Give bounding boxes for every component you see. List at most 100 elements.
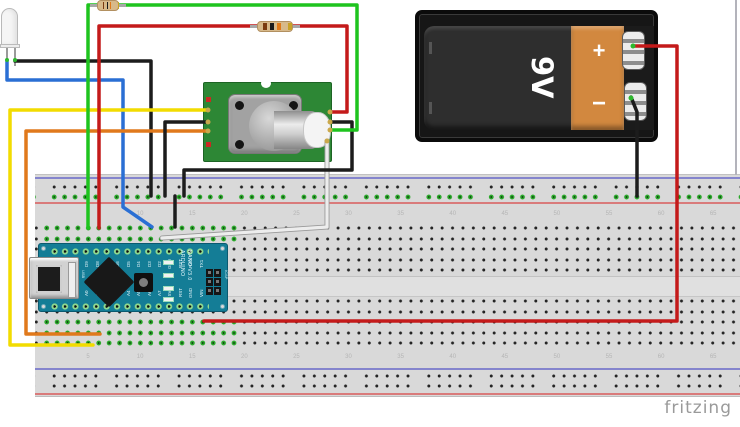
fritzing-watermark: fritzing <box>664 398 732 418</box>
column-number: 50 <box>553 354 561 360</box>
top-rail-row-2-gnd[interactable] <box>35 194 740 200</box>
connected-strip <box>43 340 239 346</box>
column-number: 65 <box>709 354 717 360</box>
arduino-nano[interactable]: D12D11D10D9D8D7D6D5D4D3D2GNDRSTRX0TX1 D1… <box>29 243 229 312</box>
column-number: 35 <box>397 354 404 360</box>
column-numbers-top: 5 10 15 20 25 30 35 40 45 50 55 60 65 <box>62 211 739 217</box>
column-number: 20 <box>240 354 248 360</box>
resistor-band <box>110 2 111 9</box>
board-silk-text: ARDUINO NANO V3.0 <box>179 250 192 308</box>
battery-voltage-label: 9V <box>525 56 559 99</box>
grid-row[interactable] <box>35 329 740 336</box>
usb-silk-label: USB <box>81 270 86 279</box>
column-number: 15 <box>188 354 196 360</box>
column-numbers-bottom: 5 10 15 20 25 30 35 40 45 50 55 60 65 <box>62 354 739 360</box>
battery-minus-terminal[interactable] <box>624 82 647 121</box>
indicator-led <box>163 260 174 265</box>
resistor-band <box>103 2 104 9</box>
battery-plus-terminal[interactable] <box>622 31 645 70</box>
column-number: 60 <box>657 354 665 360</box>
bolt <box>235 140 244 149</box>
silk-line-2: NANO V3.0 <box>186 250 192 281</box>
resistor-band <box>106 2 107 9</box>
battery-plus-label: + <box>592 38 606 63</box>
resistor-band <box>277 23 281 30</box>
top-rail-blue-line <box>35 177 740 179</box>
column-number: 25 <box>293 354 300 360</box>
column-number: 15 <box>188 211 196 217</box>
bottom-rail-row-1[interactable] <box>35 373 740 379</box>
resistor-body <box>97 0 119 11</box>
mount-hole <box>41 246 46 251</box>
led-flange <box>0 44 20 48</box>
canvas-edge-line <box>735 0 737 175</box>
resistor-band <box>117 2 118 9</box>
resistor-2[interactable] <box>250 21 300 32</box>
pcb-pad-red <box>206 97 211 102</box>
icsp-silk-label: ICSP <box>224 270 229 280</box>
column-number: 20 <box>240 211 248 217</box>
resistor-1[interactable] <box>90 0 126 11</box>
reset-button[interactable] <box>134 273 153 292</box>
battery-minus-label: − <box>591 90 606 117</box>
column-number: 25 <box>293 211 300 217</box>
resistor-body <box>257 21 293 32</box>
top-rail-red-line <box>35 202 740 204</box>
column-number: 45 <box>501 354 509 360</box>
grid-row[interactable] <box>35 340 740 346</box>
connected-strip <box>43 329 239 336</box>
indicator-led <box>163 273 174 278</box>
resistor-band <box>270 23 274 30</box>
pin-label: D5 <box>125 261 131 267</box>
bottom-rail-blue-line <box>35 368 740 370</box>
column-number: 30 <box>345 354 352 360</box>
top-rail-row-1[interactable] <box>35 184 740 190</box>
column-number: 30 <box>345 211 352 217</box>
battery-9v[interactable]: 9V + − <box>415 10 658 142</box>
bottom-rail-red-line <box>35 393 740 395</box>
icsp-header[interactable] <box>206 269 223 299</box>
connected-strip <box>43 235 239 242</box>
column-number: 55 <box>605 354 613 360</box>
pin-label: D4 <box>136 261 142 267</box>
resistor-band <box>288 23 292 30</box>
column-number: 40 <box>449 354 457 360</box>
column-number: 5 <box>86 211 90 217</box>
battery-slot <box>429 102 432 114</box>
pcb-pad-red <box>206 142 211 147</box>
column-number: 5 <box>86 354 90 360</box>
encoder-knob-cap[interactable] <box>303 112 331 148</box>
column-number: 50 <box>553 211 561 217</box>
connected-strip <box>43 225 239 231</box>
mount-hole <box>41 304 46 309</box>
column-number: 65 <box>709 211 717 217</box>
column-number: 10 <box>136 211 144 217</box>
pcb-notch <box>261 79 271 88</box>
indicator-led <box>163 286 174 291</box>
grid-row[interactable] <box>35 235 740 242</box>
silk-line-1: ARDUINO <box>179 250 185 277</box>
mount-hole <box>220 304 225 309</box>
led-leg <box>6 48 8 66</box>
grid-row[interactable] <box>35 225 740 231</box>
battery-slot <box>429 42 432 54</box>
column-number: 45 <box>501 211 509 217</box>
rotary-encoder-module[interactable] <box>203 79 332 162</box>
connected-strip <box>43 319 239 325</box>
pin-label: D3 <box>146 261 152 267</box>
led-bulb <box>1 8 18 46</box>
usb-mini-connector[interactable] <box>29 257 79 299</box>
indicator-led <box>163 297 174 302</box>
column-number: 60 <box>657 211 665 217</box>
mount-hole <box>220 246 225 251</box>
bottom-rail-row-2[interactable] <box>35 383 740 389</box>
led-component[interactable] <box>0 6 20 66</box>
column-number: 40 <box>449 211 457 217</box>
column-number: 35 <box>397 211 404 217</box>
led-leg <box>14 48 16 66</box>
column-number: 10 <box>136 354 144 360</box>
column-number: 55 <box>605 211 613 217</box>
resistor-band <box>263 23 267 30</box>
grid-row[interactable] <box>35 319 740 325</box>
